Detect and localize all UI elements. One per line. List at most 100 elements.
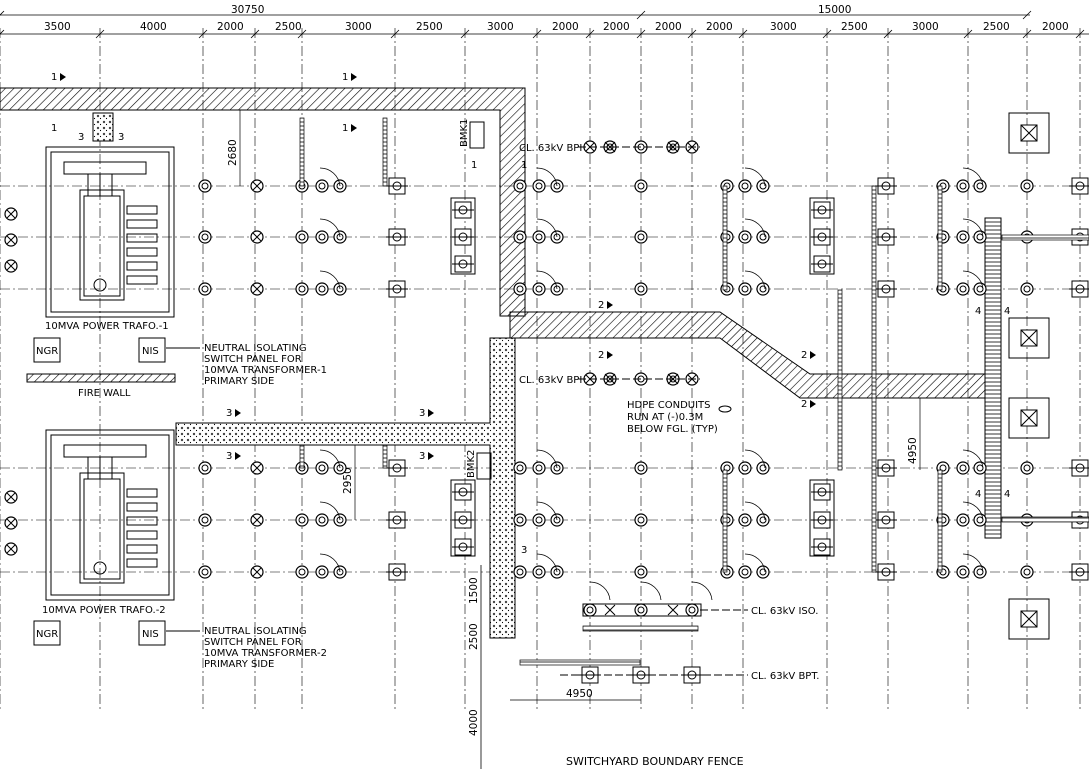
dim-tick [0,29,5,35]
dim-label: 2000 [603,21,630,33]
bay-marker-3: 3 [419,408,425,419]
equipment-box [452,538,474,556]
breaker-symbol [4,259,18,273]
insulator-symbol [634,603,648,617]
cl-bpt-row: CL. 63kV BPT. [560,671,819,682]
insulator-symbol [295,230,309,244]
insulator-symbol [295,513,309,527]
transformer-2-label: 10MVA POWER TRAFO.-2 [42,605,166,616]
insulator-symbol [513,461,527,475]
bmk1-marker: BMK1 [459,119,485,149]
swing-arc [536,218,558,238]
insulator-symbol [513,230,527,244]
equipment-layer [4,112,1089,684]
insulator-symbol [532,461,546,475]
insulator-symbol [198,565,212,579]
dim-label: 2000 [552,21,579,33]
swing-arc [962,449,984,469]
insulator-symbol [973,565,987,579]
radiator-fins [126,205,158,285]
fire-wall [26,373,176,383]
insulator-symbol [634,565,648,579]
bay-marker-3: 3 [419,451,425,462]
bay-marker-4: 4 [1004,306,1010,317]
dim-label: 2000 [706,21,733,33]
insulator-symbol [685,603,699,617]
vertical-dimensions: 2680 2950 4950 1500 2500 4000 [227,110,921,769]
nis-label: NIS [142,346,159,357]
bay-marker-2: 2 [598,350,604,361]
insulator-symbol [756,461,770,475]
cable-trench-bay-4 [984,217,1002,539]
swing-arc [744,270,766,290]
insulator-symbol [1020,461,1034,475]
ct-cross [1020,409,1038,427]
insulator-symbol [198,179,212,193]
bay-marker-1: 1 [51,72,57,83]
insulator-symbol [295,282,309,296]
insulator-symbol [513,179,527,193]
insulator-symbol [756,513,770,527]
equipment-box [386,228,408,246]
equipment-box [386,511,408,529]
note-line: RUN AT (-)0.3M [627,412,703,423]
vdim-label: 1500 [468,577,480,604]
swing-arc [536,501,558,521]
swing-arc [744,218,766,238]
dim-label: 2500 [983,21,1010,33]
bay-marker-2: 2 [801,350,807,361]
equipment-box [1069,177,1089,195]
cl-bpt-label: CL. 63kV BPT. [751,671,819,682]
bus-bar [1001,234,1089,241]
dim-label: 2500 [841,21,868,33]
insulator-symbol [756,282,770,296]
top-dimension-labels: 3500 4000 2000 2500 3000 2500 3000 2000 … [44,21,1069,33]
equipment-box [811,255,833,273]
breaker-symbol [250,230,264,244]
note-line: NEUTRAL ISOLATING [204,626,307,637]
swing-arc [962,501,984,521]
swing-arc [962,167,984,187]
note-line: SWITCH PANEL FOR [204,637,302,648]
bay-marker-3: 3 [226,451,232,462]
swing-arc [589,581,611,601]
equipment-box [386,280,408,298]
insulator-symbol [1020,565,1034,579]
swing-arc [962,218,984,238]
equipment-frame [809,479,835,557]
swing-arc [744,553,766,573]
swing-arc [319,167,341,187]
isolator-cross [604,141,616,153]
note-line: 10MVA TRANSFORMER-1 [204,365,327,376]
equipment-box [811,483,833,501]
note-line: PRIMARY SIDE [204,659,274,670]
dim-tick [0,10,5,16]
insulator-symbol [550,513,564,527]
insulator-symbol [315,230,329,244]
cl-bpi-row-1: CL. 63kV BPI [519,143,700,154]
insulator-symbol [198,230,212,244]
swing-arc [319,270,341,290]
insulator-symbol [513,282,527,296]
insulator-symbol [973,179,987,193]
ngr-label: NGR [36,629,58,640]
note-line: PRIMARY SIDE [204,376,274,387]
cl-iso-label: CL. 63kV ISO. [751,606,818,617]
equipment-box [452,511,474,529]
insulator-symbol [973,282,987,296]
swing-arc [691,581,713,601]
breaker-symbol [250,513,264,527]
swing-arc [962,270,984,290]
breaker-symbol [4,233,18,247]
insulator-symbol [583,603,597,617]
insulator-symbol [738,282,752,296]
switchyard-boundary-label: SWITCHYARD BOUNDARY FENCE [566,755,744,768]
dim-tick [636,10,646,20]
transformer-1-label: 10MVA POWER TRAFO.-1 [45,321,169,332]
dim-label: 2000 [217,21,244,33]
breaker-symbol [250,179,264,193]
cl-bpi-label: CL. 63kV BPI [519,375,582,386]
bay-markers: 1 1 1 1 1 1 2 2 2 2 3 3 3 3 3 4 4 4 4 3 … [51,72,1010,556]
equipment-box [452,201,474,219]
insulator-symbol [973,513,987,527]
